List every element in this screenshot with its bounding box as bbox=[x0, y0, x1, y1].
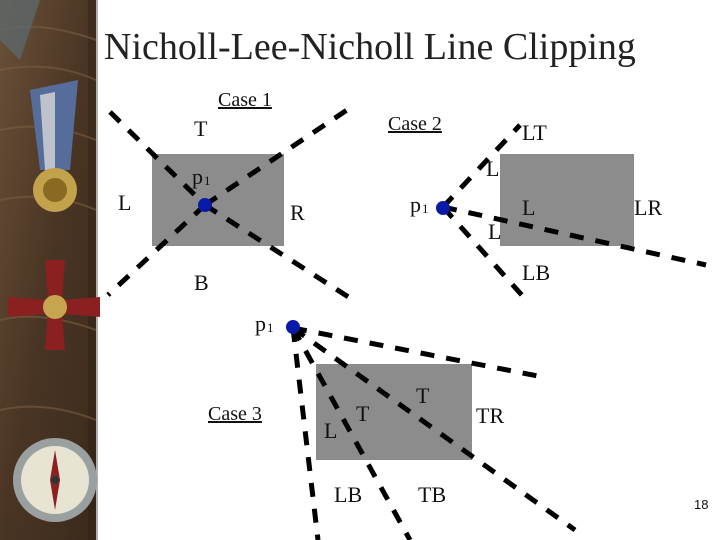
case1-region-right: R bbox=[290, 200, 305, 225]
case1-line-top-left bbox=[108, 110, 207, 207]
cross-medal-icon bbox=[8, 260, 100, 350]
case2-line-lt bbox=[441, 123, 522, 209]
case1-line-top-right bbox=[203, 105, 352, 208]
case3-region-tr: TR bbox=[476, 403, 505, 428]
case2-region-lr: LR bbox=[634, 195, 663, 220]
case3-region-tb: TB bbox=[418, 482, 447, 507]
case3-region-lb: LB bbox=[334, 482, 363, 507]
slide-title: Nicholl-Lee-Nicholl Line Clipping bbox=[104, 26, 636, 68]
case2-point-p1 bbox=[436, 201, 450, 215]
case3-region-t-mid: T bbox=[356, 401, 370, 426]
case1-label: Case 1 bbox=[218, 89, 272, 111]
case1-region-top: T bbox=[194, 116, 208, 141]
case3-line-t bbox=[292, 325, 549, 381]
case2-clip-window bbox=[500, 154, 634, 246]
case2-label: Case 2 bbox=[388, 113, 442, 135]
case2-region-l-low: L bbox=[488, 219, 502, 244]
case2-line-lb bbox=[441, 205, 530, 304]
case1-point-p1 bbox=[198, 198, 212, 212]
case1-clip-window bbox=[152, 154, 284, 246]
case3-line-tr bbox=[291, 325, 577, 533]
case1-line-bottom-right bbox=[203, 202, 352, 301]
case2-region-lt: LT bbox=[522, 120, 547, 145]
ribbon-medal-icon bbox=[30, 80, 78, 212]
case3-point-p1 bbox=[286, 320, 300, 334]
case3-line-l bbox=[290, 327, 321, 540]
page-number: 18 bbox=[694, 497, 709, 512]
case2-region-lb: LB bbox=[522, 260, 551, 285]
case3-region-t-top: T bbox=[416, 383, 430, 408]
compass-icon bbox=[13, 438, 97, 522]
case1-line-bottom-left bbox=[106, 203, 207, 297]
case3-region-l: L bbox=[324, 418, 338, 443]
case2-region-l-mid: L bbox=[522, 195, 536, 220]
case3-label: Case 3 bbox=[208, 403, 262, 425]
case3-clip-window bbox=[316, 364, 472, 460]
case1-region-left: L bbox=[118, 190, 132, 215]
case3-point-label: p1 bbox=[255, 311, 274, 336]
case2-region-l-top: L bbox=[486, 156, 500, 181]
case1-region-bottom: B bbox=[194, 270, 209, 295]
case2-point-label: p1 bbox=[410, 192, 429, 217]
case1-point-label: p1 bbox=[192, 164, 211, 189]
case2-line-lr bbox=[442, 204, 707, 268]
